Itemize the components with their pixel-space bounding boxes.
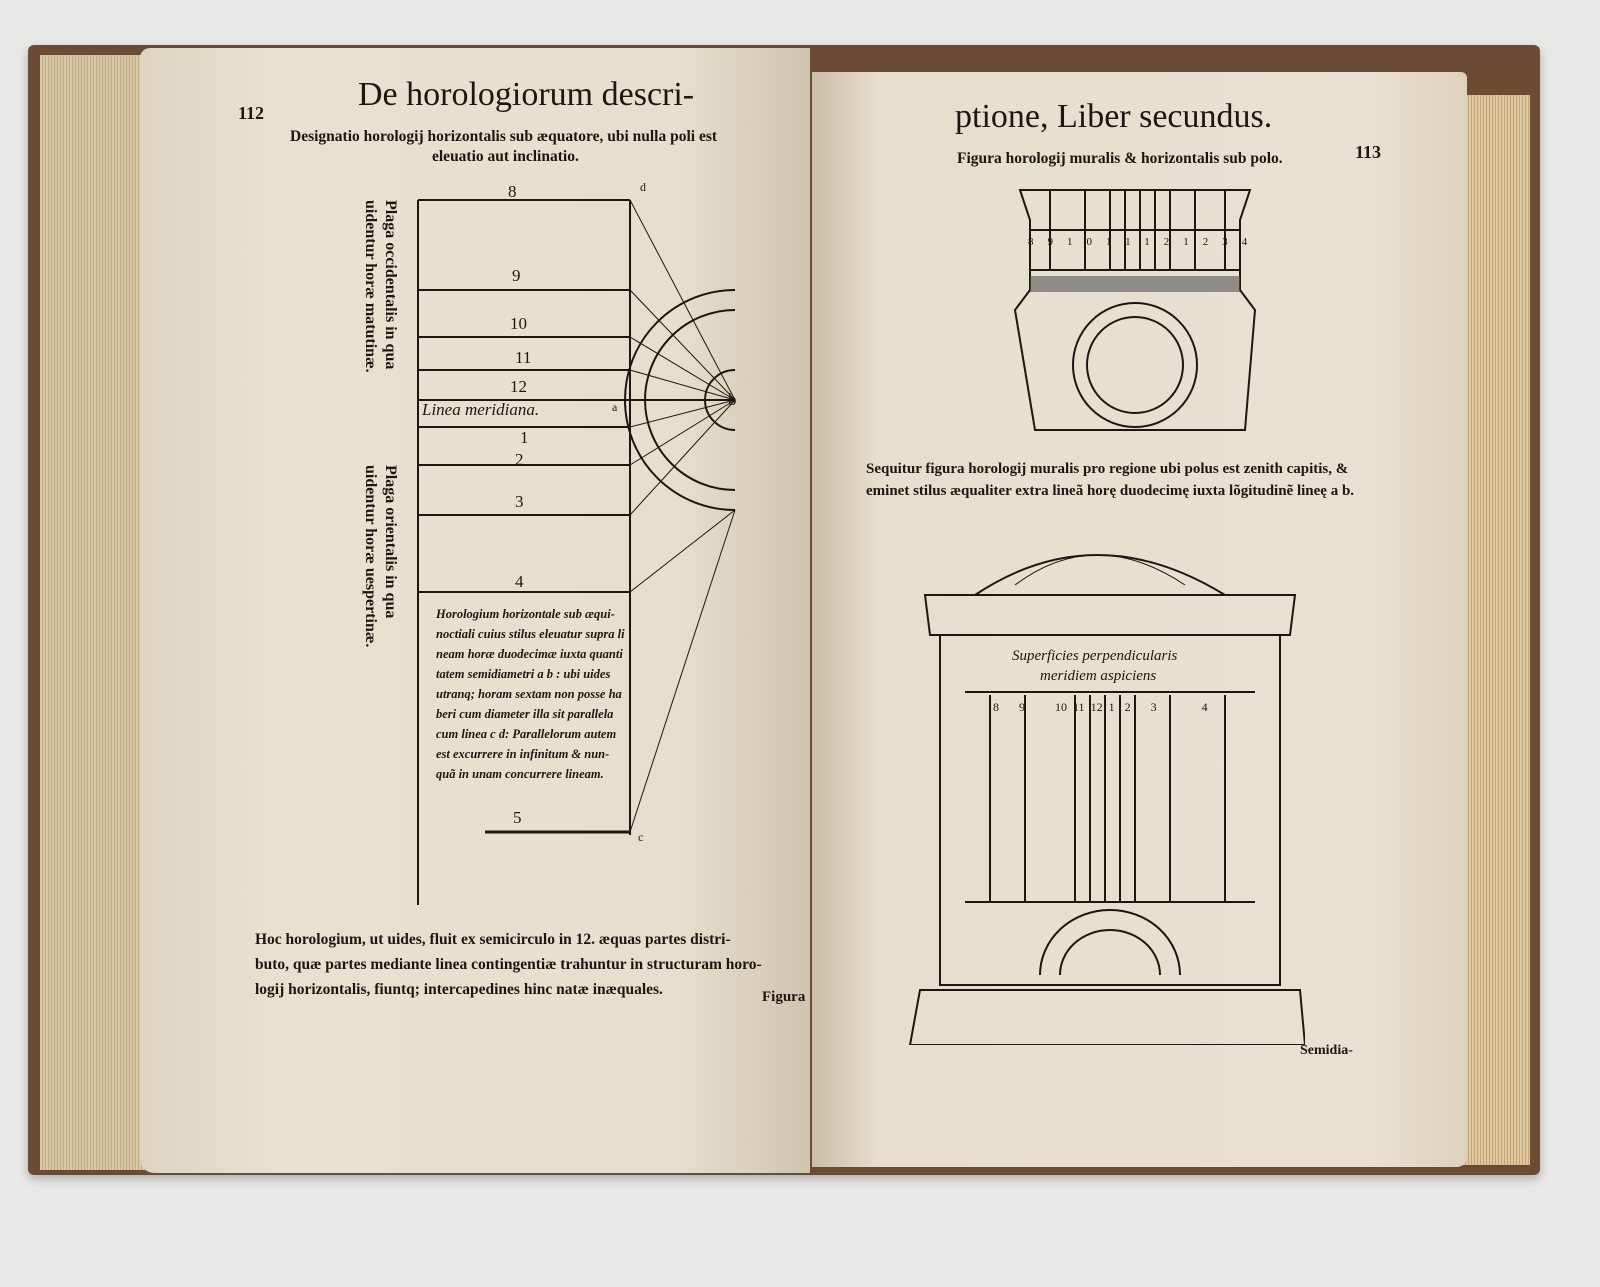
hour: 2 [1124,700,1131,714]
hour: 1 [1108,700,1115,714]
hour-label-4: 4 [515,572,524,591]
hour: 11 [1106,236,1145,248]
point-label-b: b [728,390,737,409]
hour: 12 [1144,236,1184,248]
hour-label-2: 2 [515,450,524,469]
box-line: neam horæ duodecimæ iuxta quanti [436,647,623,661]
point-label-d: d [640,180,646,194]
figure-caption: Designatio horologij horizontalis sub æq… [290,128,718,145]
hour-label-9: 9 [512,266,521,285]
box-line: utranq; horam sextam non posse ha [436,687,622,701]
hour: 4 [1241,236,1262,248]
running-head: ptione, Liber secundus. [955,98,1273,135]
running-head: De horologiorum descri- [358,76,695,113]
hour-label-8: 8 [508,182,517,201]
east-region-label: Plaga orientalis in qua uidentur horæ ue… [362,465,399,648]
figure-caption: Figura horologij muralis & horizontalis … [957,150,1283,167]
hour: 4 [1201,700,1208,714]
folio-number: 112 [238,103,265,123]
box-line: est excurrere in infinitum & nun- [436,747,610,761]
top-dial-hours: 891011121234 [1028,236,1261,248]
body-line: buto, quæ partes mediante linea continge… [255,956,762,973]
page-edges-right [1460,95,1530,1165]
hour: 3 [1150,700,1157,714]
catchword: Semidia- [1300,1043,1353,1058]
figure-caption-line2: eleuatio aut inclinatio. [432,148,579,165]
horizontal-sundial-diagram [417,199,736,905]
box-line: cum linea c d: Parallelorum autem [436,727,617,741]
box-line: beri cum diameter illa sit parallela [436,707,614,721]
hour: 3 [1222,236,1242,248]
box-line: tatem semidiametri a b : ubi uides [436,667,611,681]
hour-label-3: 3 [515,492,524,511]
body-line: Hoc horologium, ut uides, fluit ex semic… [255,931,731,948]
hour-label-1: 1 [520,428,529,447]
body-line: eminet stilus æqualiter extra lineã horę… [866,483,1355,499]
box-line: Horologium horizontale sub æqui- [436,607,615,621]
folio-number: 113 [1355,142,1382,162]
mural-polar-sundial-diagram [1013,189,1257,431]
point-label-c: c [638,830,644,844]
box-line: quã in unam concurrere lineam. [436,767,604,781]
body-paragraph: Hoc horologium, ut uides, fluit ex semic… [255,927,762,1002]
box-line: noctiali cuius stilus eleuatur supra li [436,627,625,641]
catchword: Figura [762,989,806,1005]
hour: 2 [1202,236,1223,248]
tower-label-line1: Superficies perpendicularis [1012,648,1178,664]
tower-sundial-diagram [908,554,1305,1045]
hour: 8 [1028,236,1048,248]
hour-label-10: 10 [510,314,527,333]
hour: 10 [1067,236,1106,248]
hour: 8 [993,700,999,714]
point-label-a: a [612,400,618,414]
hour-label-12: 12 [510,377,527,396]
hour: 9 [1019,700,1025,714]
hour-label-5: 5 [513,808,522,827]
hour: 12 [1090,700,1103,714]
body-line: Sequitur figura horologij muralis pro re… [866,461,1349,477]
hour: 9 [1047,236,1067,248]
explanation-box-text: Horologium horizontale sub æqui- noctial… [436,604,625,784]
tower-label-line2: meridiem aspiciens [1040,668,1157,684]
left-page [140,48,810,1173]
hour: 11 [1073,700,1085,714]
meridian-line-label: Linea meridiana. [422,400,540,419]
hour: 10 [1055,700,1067,714]
body-paragraph: Sequitur figura horologij muralis pro re… [866,458,1354,502]
hour-label-11: 11 [515,348,532,367]
west-region-label: Plaga occidentalis in qua uidentur horæ … [362,200,399,373]
hour: 1 [1183,236,1203,248]
body-line: logij horizontalis, fiuntq; intercapedin… [255,981,663,998]
